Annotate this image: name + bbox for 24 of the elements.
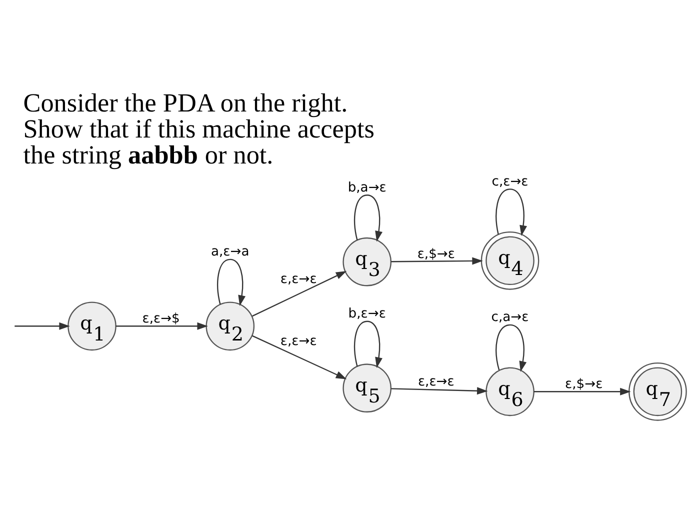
- arrow: [354, 194, 382, 242]
- edge-label: ε,ε→ε: [418, 374, 454, 389]
- arrow: [252, 270, 347, 316]
- edge-label: c,ε→ε: [492, 174, 528, 189]
- edge-label: c,a→ε: [491, 310, 529, 325]
- arrow: [391, 256, 483, 264]
- arrow: [116, 322, 208, 330]
- arrow: [252, 334, 347, 379]
- edge-label: b,a→ε: [348, 180, 386, 195]
- edge-label: ε,ε→ε: [280, 272, 317, 287]
- arrow: [496, 188, 527, 236]
- edge-label: ε,$→ε: [417, 246, 455, 262]
- arrow: [354, 320, 382, 368]
- edge-label: a,ε→a: [211, 244, 250, 260]
- edge-label: ε,ε→$: [142, 310, 180, 326]
- edge-label: ε,$→ε: [565, 376, 603, 392]
- arrow: [534, 387, 631, 395]
- arrow: [14, 322, 70, 330]
- diagram-title: Consider the PDA on the right. Show that if this machine accepts the string aabbb or not.: [23, 88, 375, 170]
- edge-label: ε,ε→ε: [280, 333, 317, 348]
- arrow: [496, 324, 527, 372]
- arrow: [391, 386, 488, 394]
- arrow: [217, 258, 246, 306]
- edge-label: b,ε→ε: [348, 306, 386, 322]
